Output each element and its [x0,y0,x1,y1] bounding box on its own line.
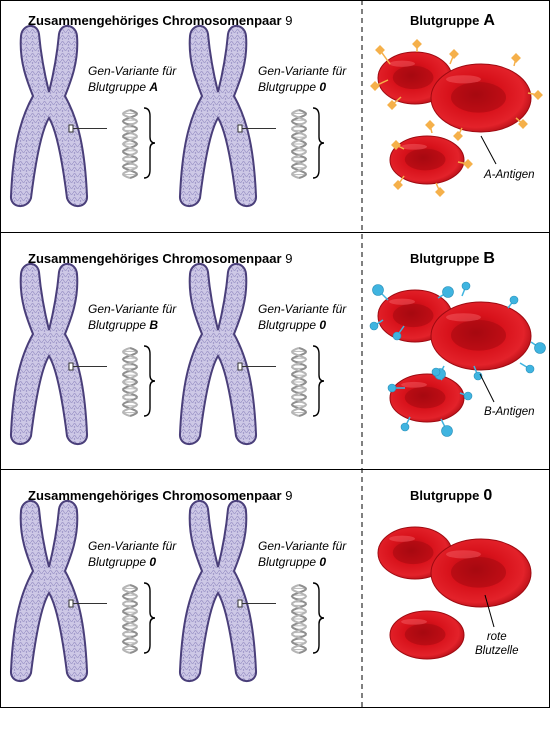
b-antigen-icon [431,367,443,381]
a-antigen-icon [515,117,528,129]
b-antigen-icon [392,325,405,341]
b-antigen-icon [530,341,546,354]
brace [312,345,325,417]
a-antigen-icon [391,140,405,150]
b-antigen-icon [372,284,389,301]
b-antigen-icon [440,418,453,437]
dna-helix-icon [290,109,308,179]
chromosome-icon [10,25,107,207]
dna-helix-icon [290,347,308,417]
red-blood-cell [430,538,532,608]
a-antigen-icon [425,120,435,134]
a-antigen-icon [457,159,473,169]
dna-helix-icon [290,584,308,654]
pair-title: Zusammengehöriges Chromosomenpaar 9 [28,251,293,266]
a-antigen-icon [435,182,445,197]
b-antigen-icon [461,281,471,297]
red-blood-cell [430,301,532,371]
b-antigen-icon [459,391,473,401]
antigen-label: B-Antigen [484,406,535,418]
blood-cells [370,39,543,197]
a-antigen-icon [375,45,391,65]
a-antigen-icon [511,53,521,67]
dna-helix-icon [121,109,139,179]
pair-title: Zusammengehöriges Chromosomenpaar 9 [28,13,293,28]
b-antigen-icon [437,286,454,299]
gene-locus-marker [68,362,74,371]
red-blood-cell [389,135,465,185]
b-antigen-icon [400,416,411,432]
a-antigen-icon [527,90,543,100]
pair-title: Zusammengehöriges Chromosomenpaar 9 [28,488,293,503]
antigen-pointer [480,135,497,165]
red-blood-cell [389,373,465,423]
gene-locus-marker [68,124,74,133]
brace [143,345,156,417]
panel-graphics [10,263,546,445]
b-antigen-icon [519,362,535,374]
chromosome-icon [179,263,276,445]
panel-graphics [10,25,543,207]
brace [312,582,325,654]
chromosome-icon [179,500,276,682]
brace [143,582,156,654]
chromosome-icon [179,25,276,207]
antigen-label: A-Antigen [484,169,535,181]
dna-helix-icon [121,584,139,654]
antigen-pointer [479,373,495,403]
red-blood-cell [389,610,465,660]
gene-locus-marker [237,599,243,608]
a-antigen-icon [449,49,459,65]
dna-helix-icon [121,347,139,417]
gene-locus-marker [68,599,74,608]
gene-locus-marker [237,362,243,371]
red-blood-cell [430,63,532,133]
gene-locus-marker [237,124,243,133]
cell-pointer [484,594,495,628]
b-antigen-icon [387,383,405,393]
a-antigen-icon [412,39,422,52]
panel-graphics [10,500,532,682]
a-antigen-icon [453,127,463,141]
chromosome-icon [10,500,107,682]
brace [143,107,156,179]
blood-cells [377,526,532,660]
b-antigen-icon [507,295,519,309]
b-antigen-icon [369,319,384,331]
a-antigen-icon [393,175,405,190]
chromosome-icon [10,263,107,445]
blood-cells [369,281,546,437]
brace [312,107,325,179]
